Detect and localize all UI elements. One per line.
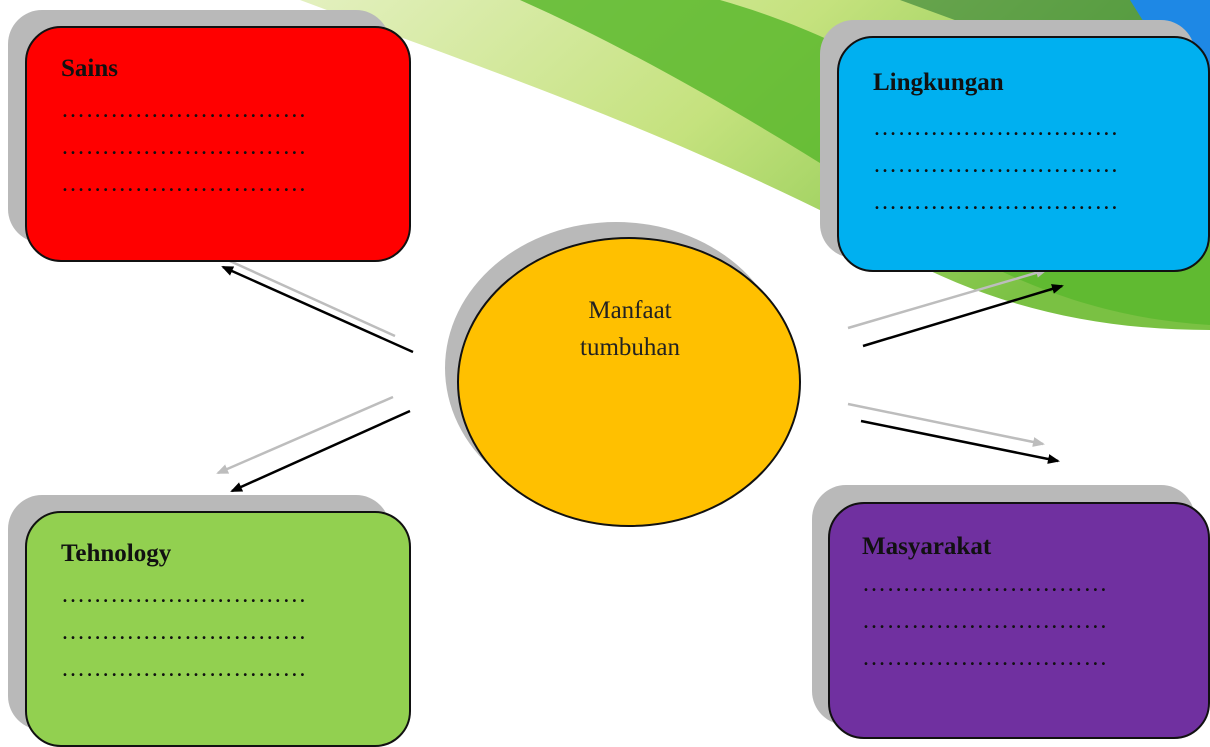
center-label: Manfaat tumbuhan xyxy=(560,292,700,366)
arrow-shadow-masyarakat xyxy=(847,402,1045,447)
arrow-to-tehnology xyxy=(230,409,411,493)
box-lingkungan-title: Lingkungan xyxy=(873,69,1004,96)
box-tehnology-line: ………………………… xyxy=(61,582,307,608)
box-tehnology-title: Tehnology xyxy=(61,540,172,567)
center-ellipse xyxy=(457,237,801,527)
center-label-line2: tumbuhan xyxy=(580,334,680,361)
box-masyarakat-title: Masyarakat xyxy=(862,533,992,560)
box-lingkungan-line: ………………………… xyxy=(873,115,1119,141)
box-sains: Sains ………………………… ………………………… ………………………… xyxy=(25,26,411,262)
box-sains-line: ………………………… xyxy=(61,97,307,123)
box-tehnology-line: ………………………… xyxy=(61,619,307,645)
box-masyarakat-line: ………………………… xyxy=(862,608,1108,634)
box-lingkungan: Lingkungan ………………………… ………………………… …………………… xyxy=(837,36,1210,272)
box-sains-line: ………………………… xyxy=(61,171,307,197)
arrow-shadow-lingkungan xyxy=(847,268,1048,330)
box-sains-title: Sains xyxy=(61,55,118,82)
arrow-shadow-tehnology xyxy=(216,395,394,475)
box-sains-line: ………………………… xyxy=(61,134,307,160)
arrow-shadow-sains xyxy=(208,250,396,338)
arrow-to-lingkungan xyxy=(862,284,1064,348)
center-label-line1: Manfaat xyxy=(588,297,672,324)
box-masyarakat-line: ………………………… xyxy=(862,571,1108,597)
box-masyarakat: Masyarakat ………………………… ………………………… …………………… xyxy=(828,502,1210,739)
arrow-to-sains xyxy=(221,265,414,354)
box-masyarakat-line: ………………………… xyxy=(862,645,1108,671)
box-lingkungan-line: ………………………… xyxy=(873,189,1119,215)
box-tehnology: Tehnology ………………………… ………………………… ……………………… xyxy=(25,511,411,747)
arrow-to-masyarakat xyxy=(860,419,1060,464)
box-tehnology-line: ………………………… xyxy=(61,656,307,682)
box-lingkungan-line: ………………………… xyxy=(873,152,1119,178)
